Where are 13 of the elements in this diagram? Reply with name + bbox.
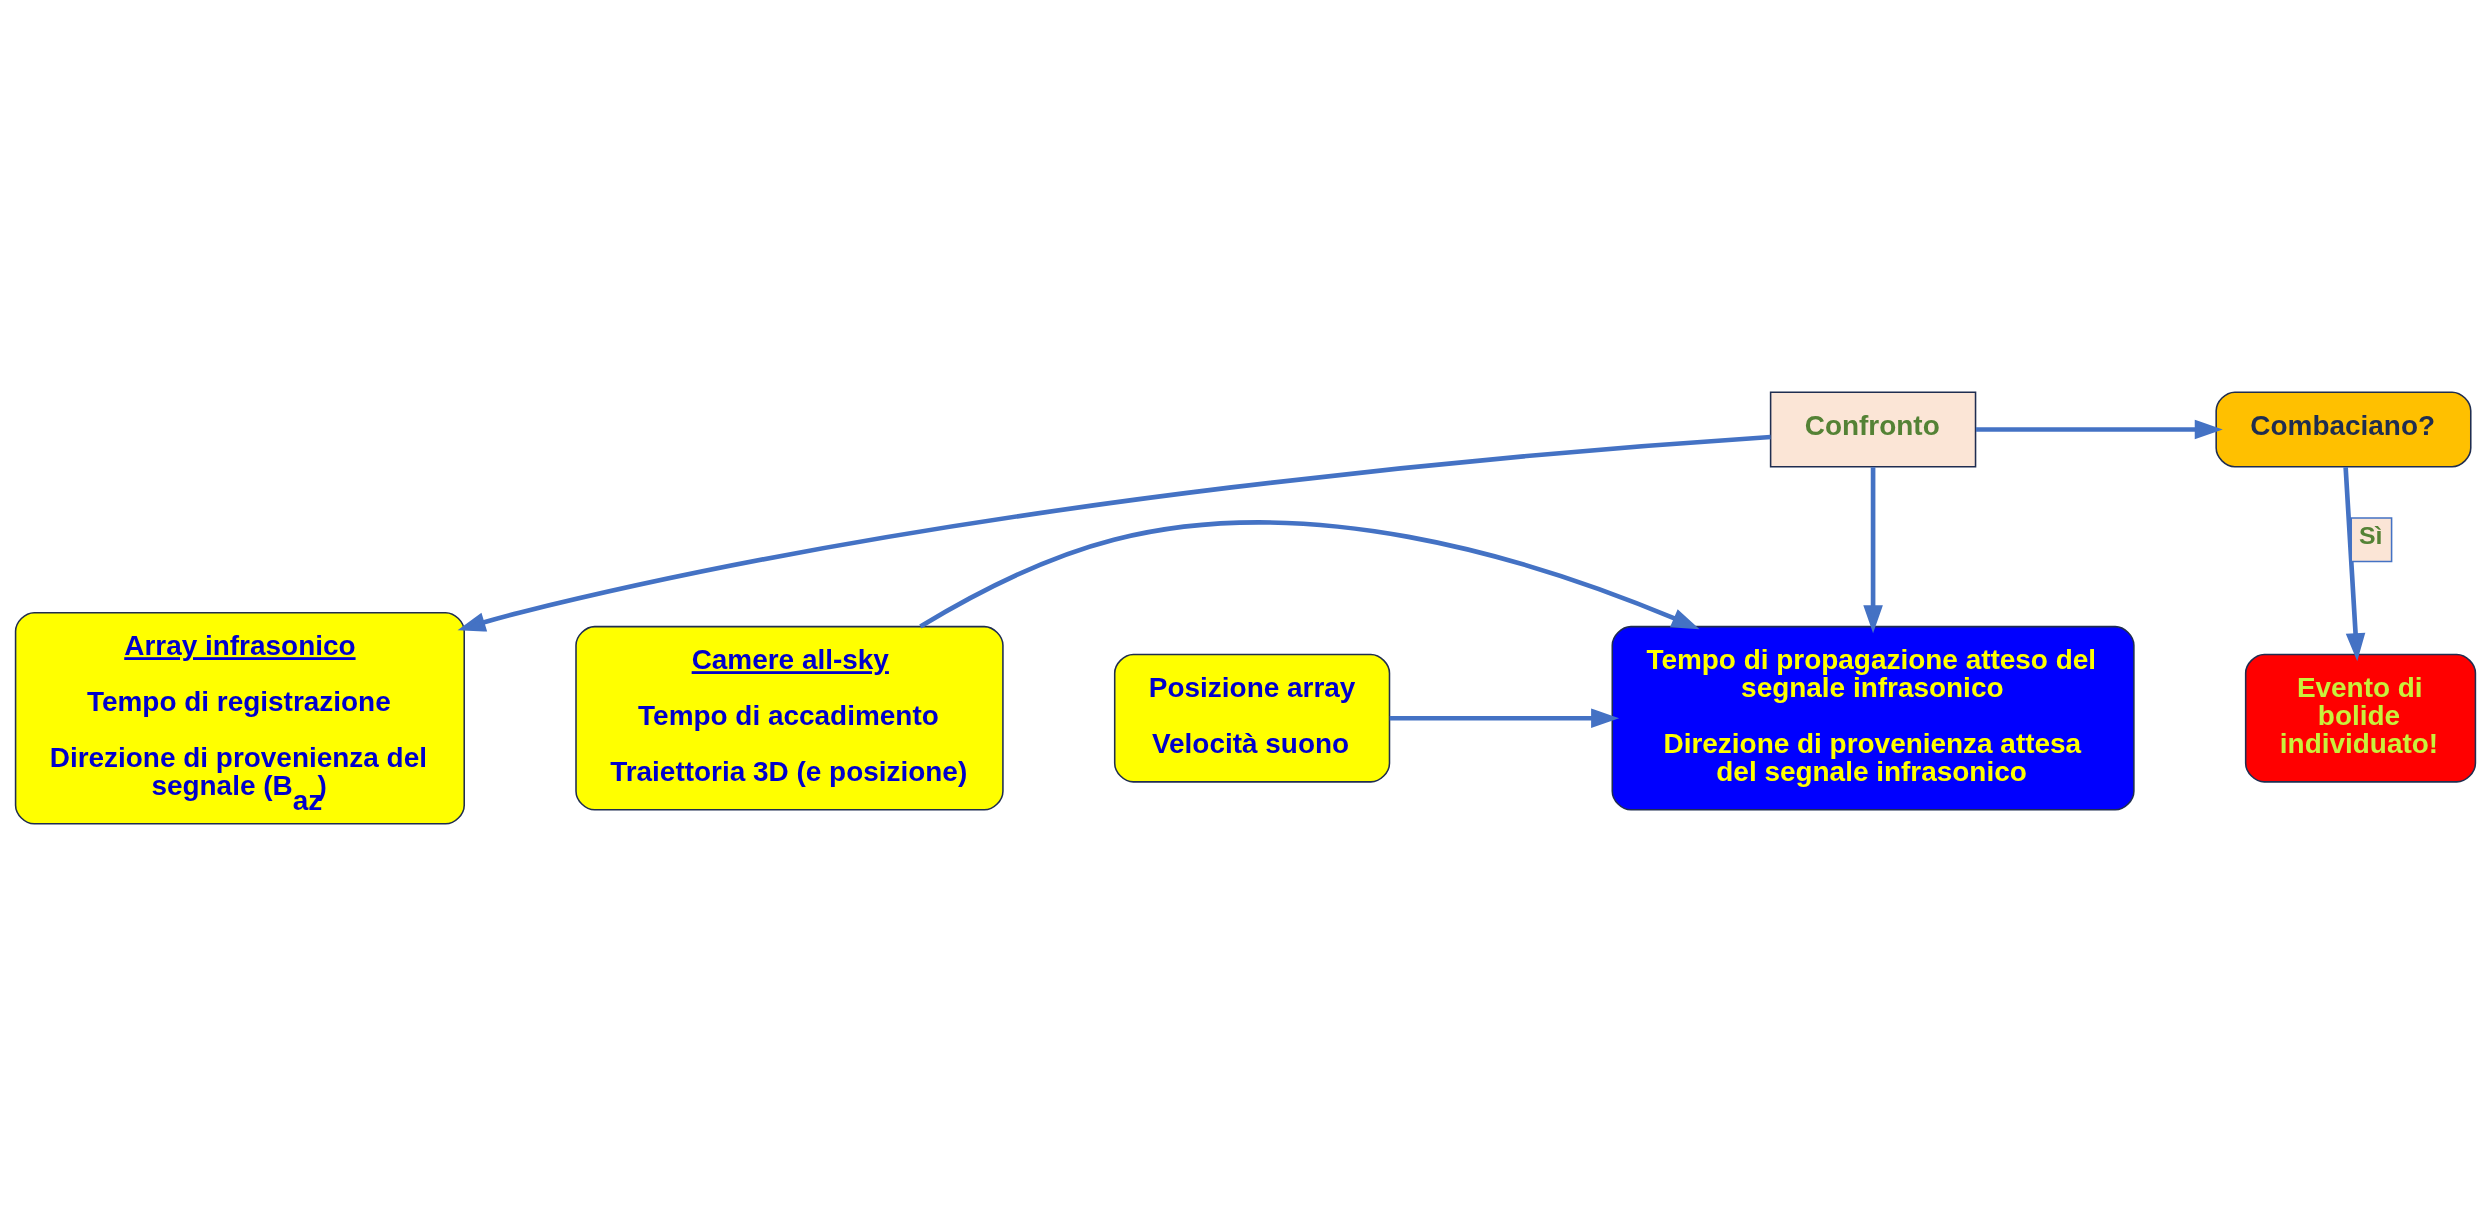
arrow — [457, 434, 1771, 632]
arrow — [919, 519, 1700, 629]
node-box: Posizione array Velocità suono — [1113, 653, 1391, 783]
node-box: Evento di bolide individuato! — [2244, 653, 2477, 783]
arrow — [1389, 707, 1620, 728]
node-box: Combaciano? — [2215, 390, 2472, 467]
edge-label: Sì — [2358, 521, 2383, 549]
node-box: Confronto — [1769, 390, 1977, 467]
arrow — [2343, 466, 2366, 661]
node-box: Camere all-sky Tempo di accadimento Traiettoria 3D (e posizione) — [575, 625, 1004, 811]
arrow — [1975, 419, 2223, 439]
node-box: Tempo di propagazione atteso del segnale infrasonico Direzione di provenienza attesa del segnale infrasonico — [1611, 625, 2135, 811]
arrow — [1863, 466, 1883, 633]
